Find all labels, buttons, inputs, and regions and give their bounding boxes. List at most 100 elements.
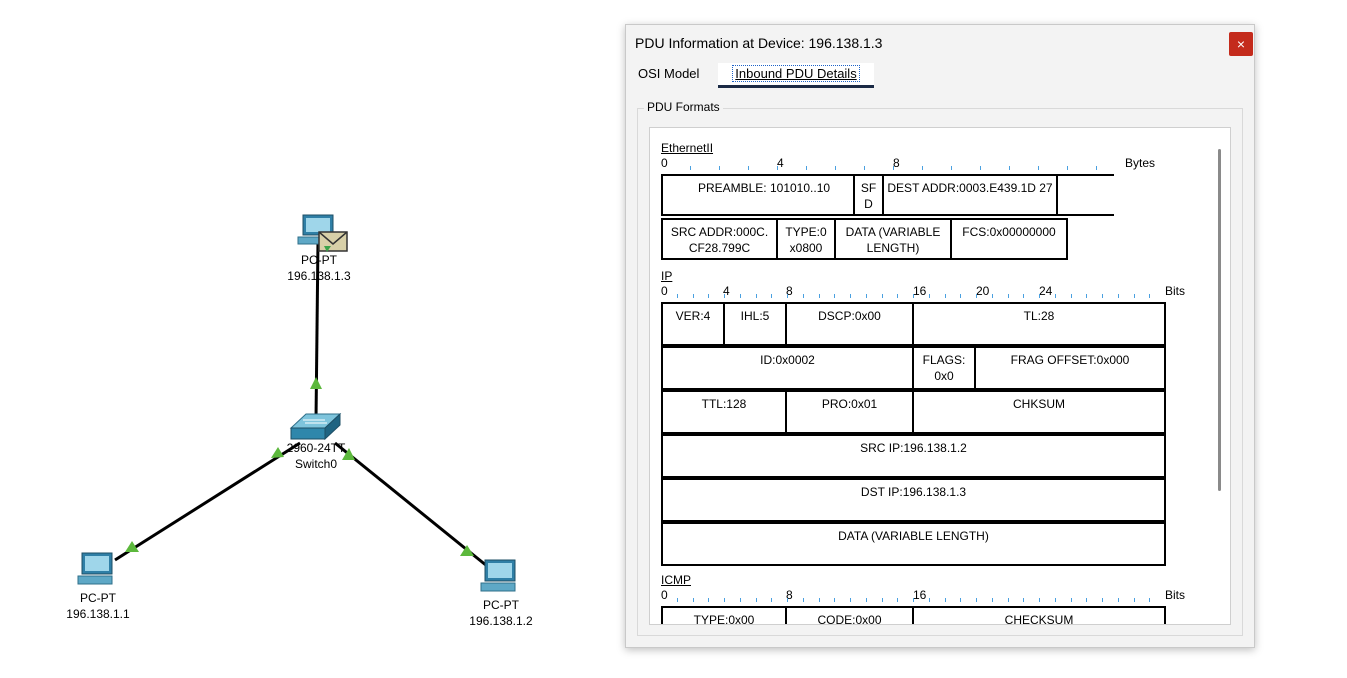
group-title: PDU Formats (644, 100, 723, 114)
id-field: ID:0x0002 (661, 346, 914, 390)
pdu-info-dialog: PDU Information at Device: 196.138.1.3 ×… (625, 24, 1255, 648)
ruler-number: 16 (913, 588, 927, 602)
ruler-tick (881, 294, 883, 298)
pc-icon[interactable] (480, 559, 516, 592)
preamble-field: PREAMBLE: 101010..10 (661, 174, 865, 216)
device-type: PC-PT (483, 598, 519, 612)
link-top-pc-switch[interactable] (314, 239, 320, 421)
ruler-number: 16 (913, 284, 927, 298)
src-ip-field: SRC IP:196.138.1.2 (661, 434, 1166, 478)
link-switch-right-pc[interactable] (334, 441, 488, 568)
ruler-tick (834, 598, 836, 602)
ruler-tick (1039, 598, 1040, 602)
ruler-tick (692, 294, 694, 298)
port-indicator-icon (460, 545, 474, 556)
ruler-tick (951, 166, 952, 170)
ruler-tick (1007, 294, 1009, 298)
ruler-tick (771, 598, 773, 602)
ruler-tick (806, 166, 807, 170)
ruler-tick (850, 294, 851, 298)
ruler-tick (1054, 598, 1056, 602)
network-topology: PC-PT 196.138.1.3 2960-24TT Switch0 PC-P… (0, 0, 620, 678)
checksum-field: CHKSUM (912, 390, 1166, 434)
switch-model: 2960-24TT (286, 441, 346, 455)
device-ip: 196.138.1.1 (66, 607, 130, 621)
icmp-type-field: TYPE:0x00 (661, 606, 787, 624)
ip-data-field: DATA (VARIABLE LENGTH) (661, 522, 1166, 566)
dscp-field: DSCP:0x00 (785, 302, 914, 346)
right-pc-label[interactable]: PC-PT 196.138.1.2 (441, 597, 561, 629)
ruler-tick (1096, 166, 1097, 170)
ruler-tick (802, 598, 804, 602)
envelope-pdu-icon[interactable] (318, 231, 348, 252)
dest-addr-continuation (1056, 174, 1114, 216)
ruler-tick (980, 166, 981, 170)
switch-name: Switch0 (294, 457, 338, 471)
ruler-tick (719, 166, 720, 170)
tab-bar: OSI Model Inbound PDU Details (626, 63, 1254, 88)
ruler-tick (690, 166, 691, 170)
pc-icon[interactable] (77, 552, 113, 585)
protocol-field: PRO:0x01 (785, 390, 914, 434)
data-field: DATA (VARIABLE LENGTH) (834, 218, 952, 260)
ihl-field: IHL:5 (723, 302, 787, 346)
tab-osi-model[interactable]: OSI Model (638, 66, 700, 81)
ruler-tick (1038, 166, 1039, 170)
ruler-number: 8 (893, 156, 900, 170)
ruler-tick (802, 294, 804, 298)
ruler-tick (835, 166, 836, 170)
close-button[interactable]: × (1229, 32, 1253, 56)
ruler-tick (1067, 166, 1068, 170)
icmp-code-field: CODE:0x00 (785, 606, 914, 624)
ruler-tick (1086, 294, 1088, 298)
left-pc-label[interactable]: PC-PT 196.138.1.1 (38, 590, 158, 622)
ruler-tick (865, 598, 867, 602)
ruler-tick (724, 598, 725, 602)
total-length-field: TL:28 (912, 302, 1166, 346)
device-ip: 196.138.1.3 (287, 269, 351, 283)
icmp-ruler: 0 8 16 Bits (661, 589, 1201, 603)
ruler-tick (897, 294, 899, 298)
ruler-number: 4 (777, 156, 784, 170)
dest-addr-field: DEST ADDR:0003.E439.1D 27 (882, 174, 1058, 216)
ethernet-ruler: 0 4 8 Bytes (661, 157, 1161, 171)
ruler-tick (777, 166, 778, 170)
ruler-tick (1009, 166, 1010, 170)
ruler-tick (724, 294, 725, 298)
vertical-scrollbar[interactable] (1218, 149, 1221, 491)
port-indicator-icon (342, 448, 355, 460)
ruler-tick (818, 294, 820, 298)
ruler-number: 20 (976, 284, 990, 298)
ruler-tick (748, 166, 749, 170)
ruler-number: 8 (786, 284, 793, 298)
ruler-tick (771, 294, 773, 298)
port-indicator-icon (125, 541, 139, 552)
ruler-tick (787, 294, 788, 298)
ruler-tick (818, 598, 820, 602)
sfd-field: SF D (853, 174, 884, 216)
switch-icon[interactable] (289, 412, 342, 441)
ruler-tick (1117, 598, 1119, 602)
ruler-tick (1054, 294, 1056, 298)
switch-label[interactable]: 2960-24TT Switch0 (256, 440, 376, 472)
ruler-tick (913, 294, 914, 298)
flags-field: FLAGS: 0x0 (912, 346, 976, 390)
ver-field: VER:4 (661, 302, 725, 346)
link-switch-left-pc[interactable] (114, 441, 301, 562)
ruler-tick (850, 598, 851, 602)
ruler-tick (1102, 598, 1103, 602)
ruler-tick (991, 294, 993, 298)
ruler-tick (913, 598, 914, 602)
ruler-tick (944, 598, 946, 602)
ruler-tick (708, 294, 710, 298)
ethernet-section-title: EthernetII (661, 141, 714, 155)
topology-canvas (77, 214, 516, 592)
pdu-formats-panel[interactable]: EthernetII 0 4 8 Bytes PREAMBLE: 101010.… (649, 127, 1231, 625)
ruler-number: 0 (661, 588, 668, 602)
frag-offset-field: FRAG OFFSET:0x000 (974, 346, 1166, 390)
src-addr-field: SRC ADDR:000C. CF28.799C (661, 218, 778, 260)
ruler-tick (897, 598, 899, 602)
tab-inbound-pdu-details[interactable]: Inbound PDU Details (718, 63, 874, 88)
top-pc-label[interactable]: PC-PT 196.138.1.3 (259, 252, 379, 284)
ruler-tick (1070, 294, 1072, 298)
